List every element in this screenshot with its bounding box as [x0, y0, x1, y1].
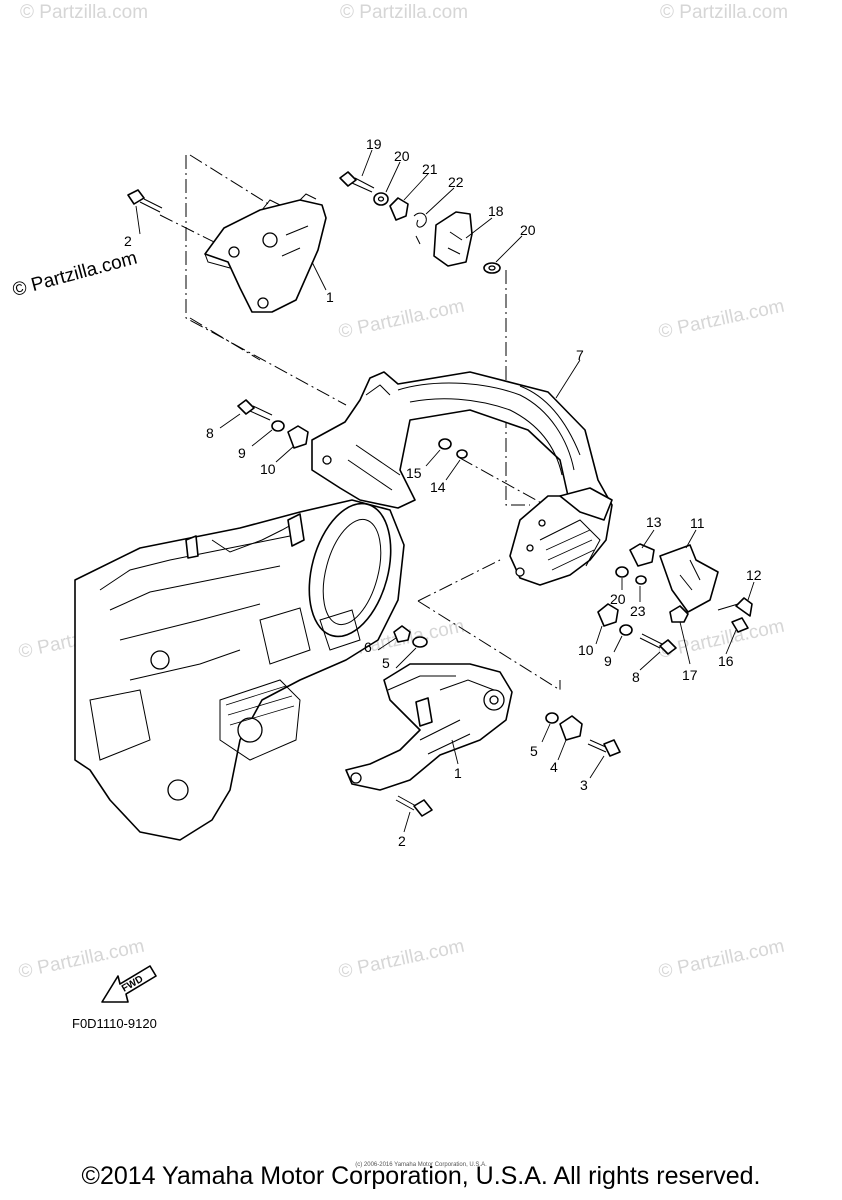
- watermark: © Partzilla.com: [337, 296, 467, 343]
- watermark: © Partzilla.com: [17, 936, 147, 983]
- copyright-notice: ©2014 Yamaha Motor Corporation, U.S.A. A…: [81, 1162, 761, 1190]
- upper-hardware: [339, 171, 501, 274]
- watermark: © Partzilla.com: [657, 936, 787, 983]
- callout-5: 5: [382, 655, 390, 671]
- upper-bracket: [204, 193, 327, 313]
- callouts: 19 20 21 22 18 20 2 1 7 8 9 10 15 14 13 …: [124, 136, 762, 849]
- watermark: © Partzilla.com: [657, 296, 787, 343]
- callout-10: 10: [260, 461, 276, 477]
- left-hardware: [237, 399, 468, 459]
- leader-lines: [135, 149, 755, 833]
- callout-23: 23: [630, 603, 646, 619]
- callout-2: 2: [124, 233, 132, 249]
- fwd-arrow: FWD: [101, 965, 157, 1003]
- diagram-code: F0D1110-9120: [72, 1016, 157, 1031]
- hose-bracket-7: [311, 371, 613, 586]
- callout-22: 22: [448, 174, 464, 190]
- fwd-label: FWD: [120, 974, 145, 995]
- callout-10: 10: [578, 642, 594, 658]
- callout-8: 8: [632, 669, 640, 685]
- callout-5: 5: [530, 743, 538, 759]
- callout-18: 18: [488, 203, 504, 219]
- bolt-2-upper: [127, 189, 163, 213]
- callout-4: 4: [550, 759, 558, 775]
- callout-20: 20: [520, 222, 536, 238]
- callout-9: 9: [238, 445, 246, 461]
- callout-9: 9: [604, 653, 612, 669]
- small-credit: (c) 2006-2016 Yamaha Motor Corporation, …: [355, 1162, 487, 1168]
- callout-2: 2: [398, 833, 406, 849]
- callout-16: 16: [718, 653, 734, 669]
- callout-1: 1: [454, 765, 462, 781]
- watermark: © Partzilla.com: [337, 936, 467, 983]
- callout-15: 15: [406, 465, 422, 481]
- callout-11: 11: [690, 515, 705, 531]
- callout-1: 1: [326, 289, 334, 305]
- callout-3: 3: [580, 777, 588, 793]
- watermark: © Partzilla.com: [660, 2, 788, 23]
- callout-13: 13: [646, 514, 662, 530]
- callout-8: 8: [206, 425, 214, 441]
- lower-hardware: [393, 625, 621, 817]
- callout-7: 7: [576, 347, 584, 363]
- callout-6: 6: [364, 639, 372, 655]
- callout-20: 20: [610, 591, 626, 607]
- lower-bracket: [345, 663, 513, 791]
- callout-14: 14: [430, 479, 446, 495]
- pump-housing: [74, 499, 405, 841]
- watermark: © Partzilla.com: [340, 2, 468, 23]
- callout-19: 19: [366, 136, 382, 152]
- callout-20: 20: [394, 148, 410, 164]
- callout-17: 17: [682, 667, 698, 683]
- right-hardware: [597, 543, 753, 655]
- callout-12: 12: [746, 567, 762, 583]
- callout-21: 21: [422, 161, 438, 177]
- watermark: © Partzilla.com: [20, 2, 148, 23]
